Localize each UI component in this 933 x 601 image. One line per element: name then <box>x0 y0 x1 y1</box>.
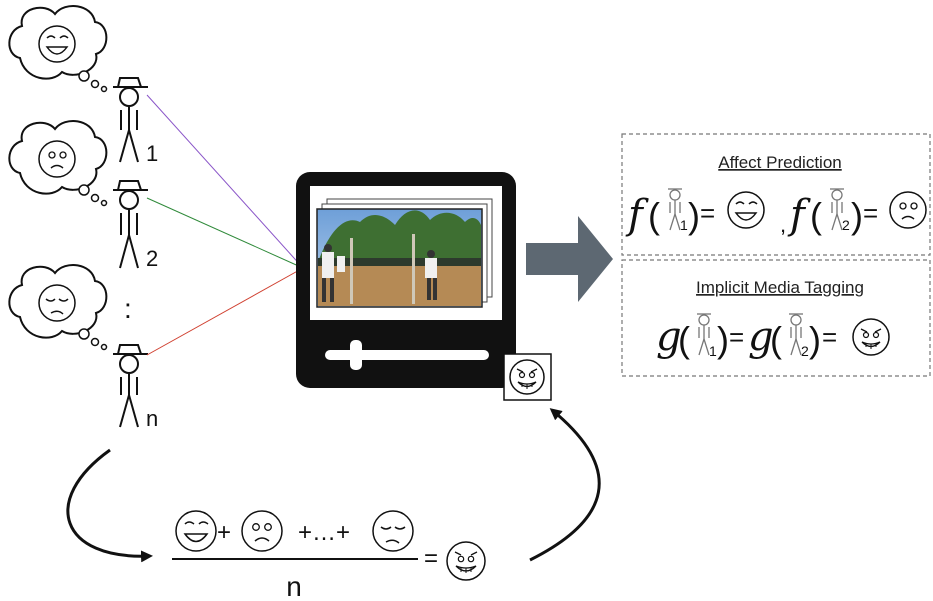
mini-viewer-2-icon <box>830 188 844 231</box>
affect-sub-1: 1 <box>680 217 688 233</box>
grimacing-face-icon <box>852 318 890 356</box>
aggregation-arrow-in <box>66 448 153 563</box>
viewer-2-line <box>146 197 304 269</box>
laughing-face-icon <box>38 25 76 63</box>
video-monitor <box>296 172 516 388</box>
svg-text:(: ( <box>770 319 782 360</box>
output-arrow-icon <box>526 216 613 302</box>
affect-comma: , <box>780 212 786 237</box>
function-g-2: g <box>748 314 774 360</box>
mini-viewer-1-icon <box>668 188 682 231</box>
svg-text:): ) <box>717 319 729 360</box>
viewer-figure-3 <box>113 344 148 428</box>
affect-prediction-formula: f ( 1 ) = , f ( 2 <box>625 188 927 238</box>
viewer-figure-2 <box>113 180 148 269</box>
video-tag-box <box>503 353 552 401</box>
function-g-1: g <box>656 314 682 360</box>
tagging-sub-1: 1 <box>709 343 717 359</box>
grimacing-face-icon <box>446 541 486 581</box>
function-f-2: f <box>787 192 811 238</box>
laughing-face-icon <box>175 510 217 552</box>
tired-face-icon <box>38 284 76 322</box>
function-f-1: f <box>625 192 649 238</box>
svg-text:(: ( <box>648 195 660 236</box>
viewer-label-n: n <box>146 406 158 431</box>
viewer-1-line <box>146 94 304 269</box>
laughing-face-icon <box>727 191 765 229</box>
thought-cloud-2 <box>8 120 108 207</box>
aggregation-formula: + +…+ n = <box>172 510 486 601</box>
viewer-label-1: 1 <box>146 141 158 166</box>
affect-equals-2: = <box>863 198 878 228</box>
playback-handle[interactable] <box>350 340 362 370</box>
ellipsis-dots: : <box>124 293 132 324</box>
tired-face-icon <box>372 510 414 552</box>
plus-sign: + <box>217 519 231 546</box>
svg-text:): ) <box>688 195 700 236</box>
worried-face-icon <box>38 140 76 178</box>
viewer-label-2: 2 <box>146 246 158 271</box>
implicit-tagging-box <box>621 259 931 377</box>
aggregation-equals: = <box>424 545 438 572</box>
viewer-n-line <box>146 267 304 356</box>
grimacing-face-icon <box>509 359 545 395</box>
tagging-equals-2: = <box>822 322 837 352</box>
worried-face-icon <box>889 191 927 229</box>
svg-text:(: ( <box>678 319 690 360</box>
denominator-n: n <box>286 571 302 601</box>
mini-viewer-1-icon <box>697 313 711 356</box>
svg-text:): ) <box>851 195 863 236</box>
implicit-tagging-title: Implicit Media Tagging <box>696 278 864 297</box>
worried-face-icon <box>241 510 283 552</box>
affect-sub-2: 2 <box>842 217 850 233</box>
aggregation-arrow-out <box>529 408 601 562</box>
affect-equals-1: = <box>700 198 715 228</box>
plus-ellipsis: +…+ <box>298 519 350 546</box>
implicit-tagging-formula: g ( 1 ) = g ( 2 ) = <box>656 313 890 360</box>
tagging-sub-2: 2 <box>801 343 809 359</box>
tagging-equals-1: = <box>729 322 744 352</box>
viewer-figure-1 <box>113 77 148 163</box>
mini-viewer-2-icon <box>789 313 803 356</box>
svg-text:(: ( <box>810 195 822 236</box>
affect-prediction-title: Affect Prediction <box>718 153 841 172</box>
svg-text:): ) <box>809 319 821 360</box>
video-frame <box>316 208 483 308</box>
thought-cloud-1 <box>8 5 108 93</box>
thought-cloud-3 <box>8 264 108 351</box>
affect-prediction-box <box>621 133 931 256</box>
